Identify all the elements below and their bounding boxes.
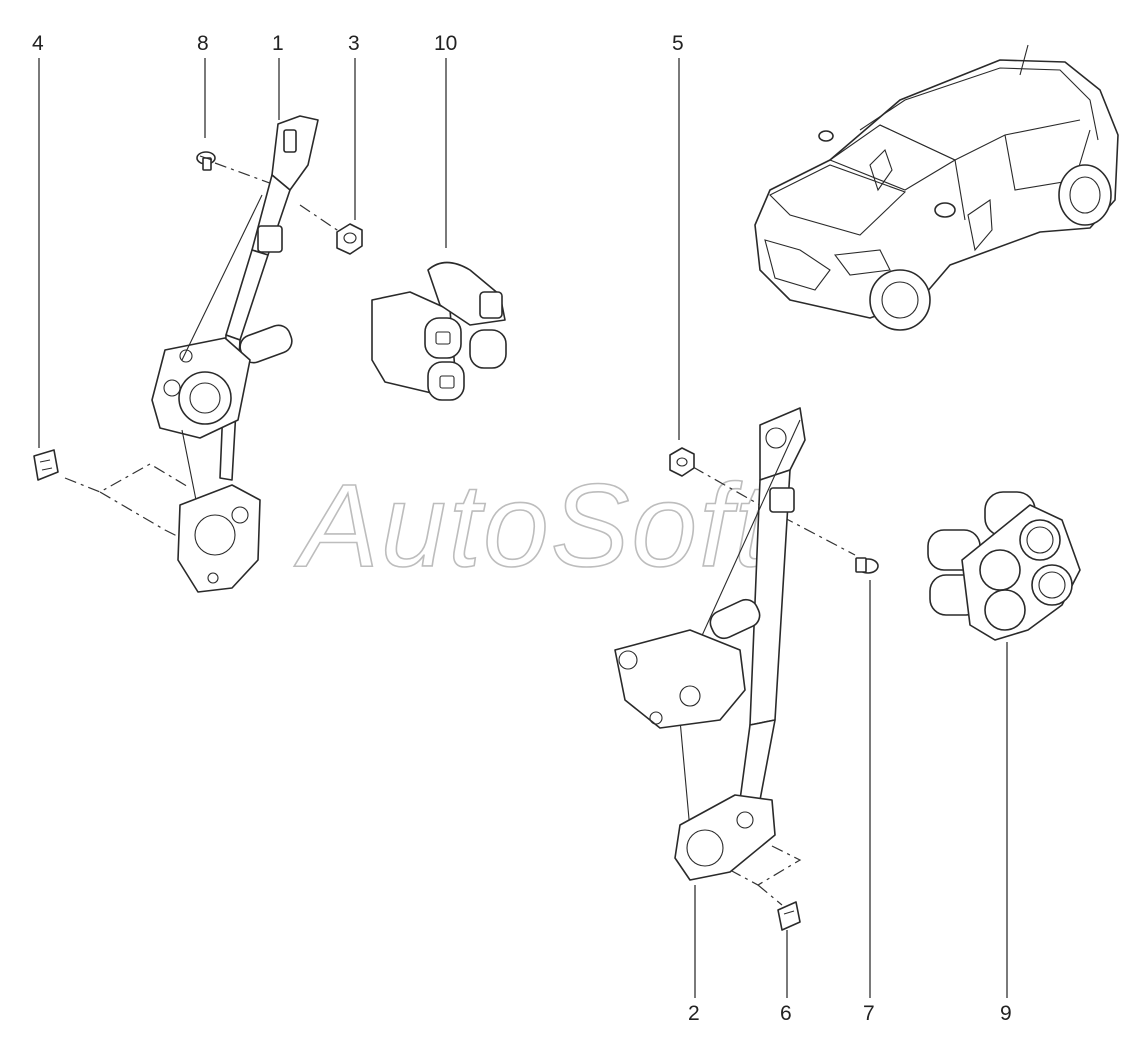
- watermark: AutoSoft: [293, 459, 771, 593]
- part-8-screw[interactable]: [196, 151, 216, 171]
- callout-labels: 4 8 1 3 10 5 2 6 7 9: [32, 32, 1012, 1025]
- part-1-window-regulator-left[interactable]: [151, 115, 319, 593]
- part-2-window-regulator-right[interactable]: [614, 407, 806, 881]
- leader-lines: [38, 58, 1008, 998]
- part-6-clip[interactable]: [777, 901, 801, 931]
- part-9-grommet-right[interactable]: [927, 491, 1081, 641]
- part-3-nut[interactable]: [336, 223, 363, 255]
- part-7-screw[interactable]: [855, 557, 879, 574]
- part-5-nut[interactable]: [669, 447, 695, 477]
- callout-4[interactable]: 4: [32, 32, 44, 55]
- callout-6[interactable]: 6: [780, 1002, 792, 1025]
- callout-10[interactable]: 10: [434, 32, 457, 55]
- callout-3[interactable]: 3: [348, 32, 360, 55]
- vehicle-reference-illustration: [754, 44, 1119, 331]
- callout-5[interactable]: 5: [672, 32, 684, 55]
- callout-2[interactable]: 2: [688, 1002, 700, 1025]
- callout-8[interactable]: 8: [197, 32, 209, 55]
- callout-9[interactable]: 9: [1000, 1002, 1012, 1025]
- callout-7[interactable]: 7: [863, 1002, 875, 1025]
- watermark-text: AutoSoft: [294, 460, 771, 592]
- callout-1[interactable]: 1: [272, 32, 284, 55]
- part-10-grommet-left[interactable]: [371, 261, 507, 401]
- part-4-clip[interactable]: [33, 449, 59, 481]
